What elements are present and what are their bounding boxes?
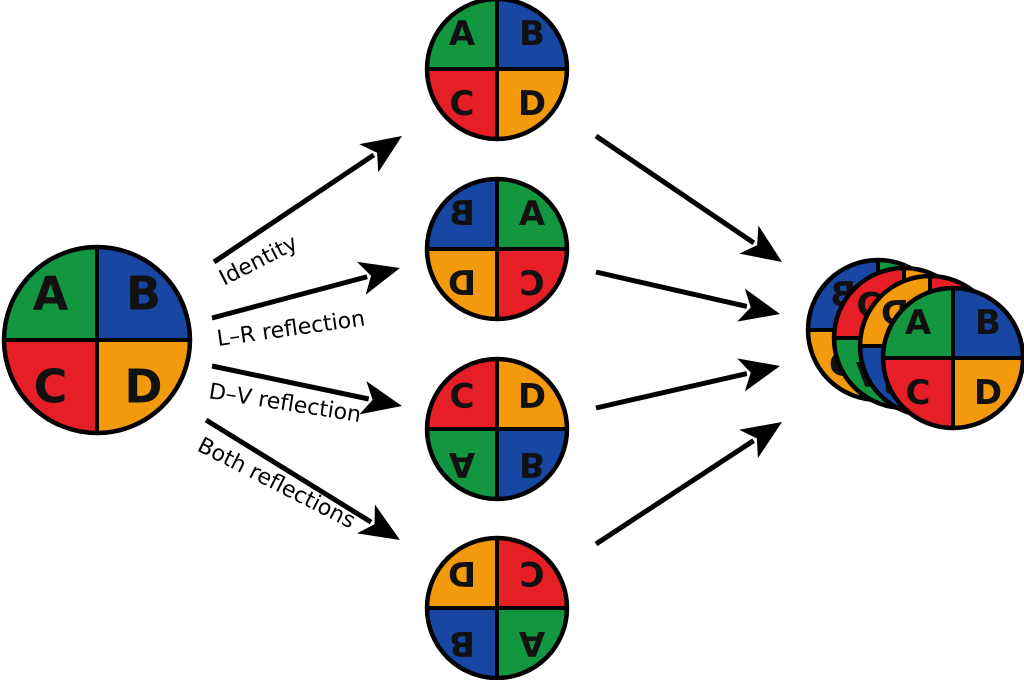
disc-lr-reflection: B A D C [424, 176, 570, 322]
quadrant-letter: D [448, 553, 476, 593]
arrow-dv-reflection [211, 363, 402, 415]
quadrant-letter: B [126, 267, 161, 321]
quadrant-b [427, 179, 497, 249]
label-both-reflections: Both reflections [193, 433, 359, 534]
quadrant-c [497, 538, 567, 608]
arrow-lr-reflection [211, 261, 400, 321]
label-identity: Identity [215, 231, 301, 292]
quadrant-b [953, 288, 1023, 358]
disc-outline [880, 285, 1024, 431]
quadrant-letter: C [450, 374, 475, 414]
quadrant-letter: D [518, 84, 546, 124]
disc-outline [424, 356, 570, 502]
disc-outline [424, 176, 570, 322]
disc-both-reflections: D C B A [424, 535, 570, 680]
disc-dv-reflection: C D A B [424, 356, 570, 502]
quadrant-d [97, 340, 190, 433]
disc-outline [424, 0, 570, 142]
quadrant-letter: C [906, 373, 931, 413]
quadrant-letter: C [520, 553, 545, 593]
quadrant-b [497, 0, 567, 69]
arrow-to-result-2 [595, 269, 780, 322]
quadrant-b [497, 429, 567, 499]
quadrant-a [427, 0, 497, 69]
quadrant-d [497, 69, 567, 139]
arrow-identity [212, 136, 402, 265]
quadrant-a [497, 179, 567, 249]
quadrant-letter: B [449, 623, 475, 663]
quadrant-b [97, 247, 190, 340]
arrow-both-reflections [204, 417, 400, 540]
quadrant-letter: D [518, 374, 546, 414]
quadrant-letter: A [33, 267, 69, 321]
quadrant-d [427, 538, 497, 608]
quadrant-letter: D [974, 373, 1002, 413]
label-dv-reflection: D–V reflection [207, 379, 363, 428]
quadrant-letter: B [449, 194, 475, 234]
arrows [204, 133, 782, 547]
result-disc-4: A B C D [880, 285, 1024, 431]
arrow-to-result-4 [594, 422, 782, 547]
quadrant-letter: B [519, 14, 545, 54]
disc-outline [1, 244, 193, 436]
quadrant-letter: B [519, 444, 545, 484]
arrow-to-result-3 [595, 358, 780, 411]
quadrant-c [497, 249, 567, 319]
quadrant-letter: A [905, 303, 932, 343]
quadrant-letter: A [449, 444, 476, 484]
quadrant-letter: A [449, 14, 476, 54]
quadrant-letter: A [518, 623, 545, 663]
quadrant-d [953, 358, 1023, 428]
quadrant-letter: D [448, 264, 476, 304]
quadrant-letter: B [975, 303, 1001, 343]
quadrant-a [883, 288, 953, 358]
quadrant-a [427, 429, 497, 499]
quadrant-letter: C [450, 84, 475, 124]
quadrant-c [427, 69, 497, 139]
disc-outline [424, 535, 570, 680]
quadrant-a [4, 247, 97, 340]
quadrant-letter: C [520, 264, 545, 304]
quadrant-letter: D [124, 360, 162, 414]
quadrant-d [427, 249, 497, 319]
arrow-to-result-1 [594, 133, 782, 262]
disc-identity: A B C D [424, 0, 570, 142]
quadrant-a [497, 608, 567, 678]
quadrant-c [4, 340, 97, 433]
quadrant-d [497, 359, 567, 429]
quadrant-c [883, 358, 953, 428]
quadrant-letter: C [34, 360, 68, 414]
quadrant-b [427, 608, 497, 678]
source-disc: A B C D [1, 244, 193, 436]
quadrant-letter: A [518, 194, 545, 234]
quadrant-c [427, 359, 497, 429]
